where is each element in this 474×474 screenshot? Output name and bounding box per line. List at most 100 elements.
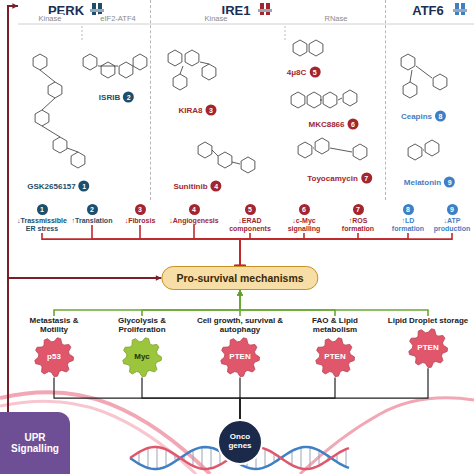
chemical-ring [241,157,255,173]
callout-number: 9 [444,177,455,188]
gear-wrap: PTEN [220,337,260,377]
chemical-ring [425,140,439,156]
callout-number: 2 [87,204,98,215]
effect-text: ↓Fibrosis [117,217,163,225]
chemical-ring [293,40,307,56]
chemical-bond [416,66,432,78]
compound-name: Ceapins [400,112,433,121]
chemical-bond [180,66,183,74]
compound-label: Ceapins8 [400,111,446,122]
process-heading: Lipid Droplet storage [386,316,470,325]
dna-rung [211,448,212,469]
compound-name: KIRA8 [177,106,203,115]
er-membrane [0,392,210,474]
callout-number: 4 [189,204,200,215]
pathway-column: PERKKinaseeIF2-ATF4GSK26561571ISRIB2 [18,0,150,200]
gear-node: FAO & Lipid metabolismPTEN [293,316,377,377]
effect-item: 5 ↓ERAD components [225,204,275,233]
effect-item: 9↓ATP production [432,204,472,233]
gene-name: PTEN [220,337,260,377]
chemical-ring [202,64,216,80]
er-membrane [0,401,196,474]
chemical-ring [35,110,49,126]
compound-label: Toyocamycin7 [306,173,372,184]
connector [54,377,240,419]
gear-wrap: PTEN [408,328,448,368]
dna-rung [319,450,320,465]
gear-outline [221,338,260,377]
connector [142,377,240,419]
effect-item: 4 ↓Angiogenesis [166,204,222,225]
callout-number: 3 [206,105,217,116]
chemical-ring [323,92,337,108]
connector [54,290,240,316]
connector [240,233,408,266]
gear-outline [409,329,448,368]
callout-number: 8 [403,204,414,215]
effect-text: ↓ERAD components [225,217,275,233]
effect-text: ↓Trassmissible ER stress [17,217,67,233]
gear-outline [35,338,74,377]
chemical-ring [353,144,367,160]
compound-name: 4μ8C [286,68,308,77]
connector [240,290,428,316]
connector [140,225,240,266]
effect-item: 1 ↓Trassmissible ER stress [17,204,67,233]
column-divider [285,26,286,40]
gear-outline [123,338,162,377]
receptor-icon [258,3,272,15]
compound-name: Toyocamycin [306,174,359,183]
effect-text: ↓Angiogenesis [166,217,222,225]
connector [240,233,304,266]
gear-node: Metastasis & Motilityp53 [16,316,92,377]
compound-name: MKC8866 [307,120,345,129]
receptor-icon [453,3,467,15]
chemical-ring [168,50,182,66]
dna-rung [301,448,302,469]
dna-rung [148,448,149,468]
callout-number: 2 [123,92,134,103]
chemical-bond [410,70,412,82]
gear-wrap: Myc [122,337,162,377]
chemical-bond [40,70,55,82]
column-subheader: Kinase [37,14,64,23]
callout-number: 1 [37,204,48,215]
box-label: Pro-survival mechanisms [176,272,303,284]
column-subheader: RNase [323,14,350,23]
effect-text: ↑Translation [69,217,115,225]
dna-rung [157,447,158,469]
chemical-ring [291,92,305,108]
gear-node: Glycolysis & ProliferationMyc [100,316,184,377]
gene-name: Myc [122,337,162,377]
chemical-bond [313,148,314,149]
process-heading: Metastasis & Motility [16,316,92,334]
callout-number: 3 [135,204,146,215]
connector [8,6,18,412]
effect-item: 7↑ROS formation [333,204,383,233]
effect-text: ↑ROS formation [333,217,383,233]
pathway-column: ATF6Ceapins8Melatonin9 [385,0,474,200]
callout-number: 5 [245,204,256,215]
chemical-bond [40,62,432,164]
gear-node: Cell growth, survival & autophagyPTEN [190,316,290,377]
dna-rung [166,449,167,466]
compound-name: Sunitinib [172,182,208,191]
callout-number: 6 [299,204,310,215]
callout-number: 1 [79,181,90,192]
column-subheader: eIF2-ATF4 [98,14,137,23]
connector [92,225,240,266]
pathway-column: IRE1KinaseRNaseKIRA83Sunitinib44μ8C5MKC8… [150,0,385,200]
chemical-ring [185,50,199,66]
chemical-ring [309,40,323,56]
effect-text: ↓c-Myc signalling [278,217,330,233]
chemical-ring [307,92,321,108]
dna-rung [292,451,293,465]
compound-name: Melatonin [403,178,442,187]
chemical-ring [101,62,115,78]
callout-number: 4 [211,181,222,192]
callout-number: 6 [348,119,359,130]
chemical-bond [212,150,218,156]
compound-label: Sunitinib4 [172,181,221,192]
callout-number: 8 [435,111,446,122]
